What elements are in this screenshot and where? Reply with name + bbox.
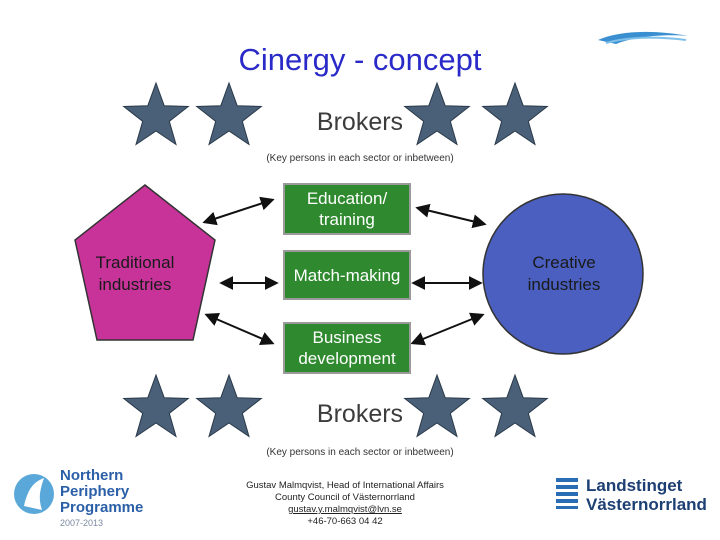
contact-info: Gustav Malmqvist, Head of International … [200,480,490,528]
star-icon [122,373,190,438]
star-icon [122,81,190,146]
star-icon [481,373,549,438]
swoosh-logo [598,31,688,44]
logo-line-1: Northern [60,467,124,484]
star-icon [481,81,549,146]
landstinget-logo: Landstinget Västernorrland [554,476,707,516]
traditional-industries-label: Traditional industries [95,253,175,294]
brokers-bottom-label: Brokers [316,400,404,428]
arrow-education-circle [415,203,487,229]
contact-email[interactable]: gustav.y.malmqvist@lvn.se [288,504,402,515]
brokers-top-note: (Key persons in each sector or inbetween… [266,153,454,164]
creative-industries-circle [482,193,644,355]
northern-periphery-logo: Northern Periphery Programme 2007-2013 [14,466,154,528]
star-icon [403,373,471,438]
contact-name: Gustav Malmqvist, Head of International … [246,480,444,491]
education-box: Education/ training [283,183,411,235]
brokers-top-label: Brokers [316,108,404,136]
waves-icon [556,478,578,509]
traditional-industries-pentagon [74,184,216,341]
business-box: Business development [283,322,411,374]
brokers-bottom-note: (Key persons in each sector or inbetween… [266,447,454,458]
logo-line-2: Periphery [60,483,130,500]
logo-right-line-2: Västernorrland [586,495,707,514]
contact-org: County Council of Västernorrland [275,492,415,503]
logo-line-3: Programme [60,499,144,516]
page-title: Cinergy - concept [238,42,482,77]
arrow-business-circle [410,312,485,346]
star-icon [195,373,263,438]
matchmaking-box: Match-making [283,250,411,300]
logo-years: 2007-2013 [60,518,104,528]
star-icon [195,81,263,146]
arrow-pentagon-education [202,196,275,226]
creative-industries-label: Creative industries [527,253,601,294]
logo-right-line-1: Landstinget [586,476,683,495]
star-icon [403,81,471,146]
contact-phone: +46-70-663 04 42 [307,516,383,527]
map-icon [14,474,54,514]
arrow-pentagon-business [204,313,275,345]
